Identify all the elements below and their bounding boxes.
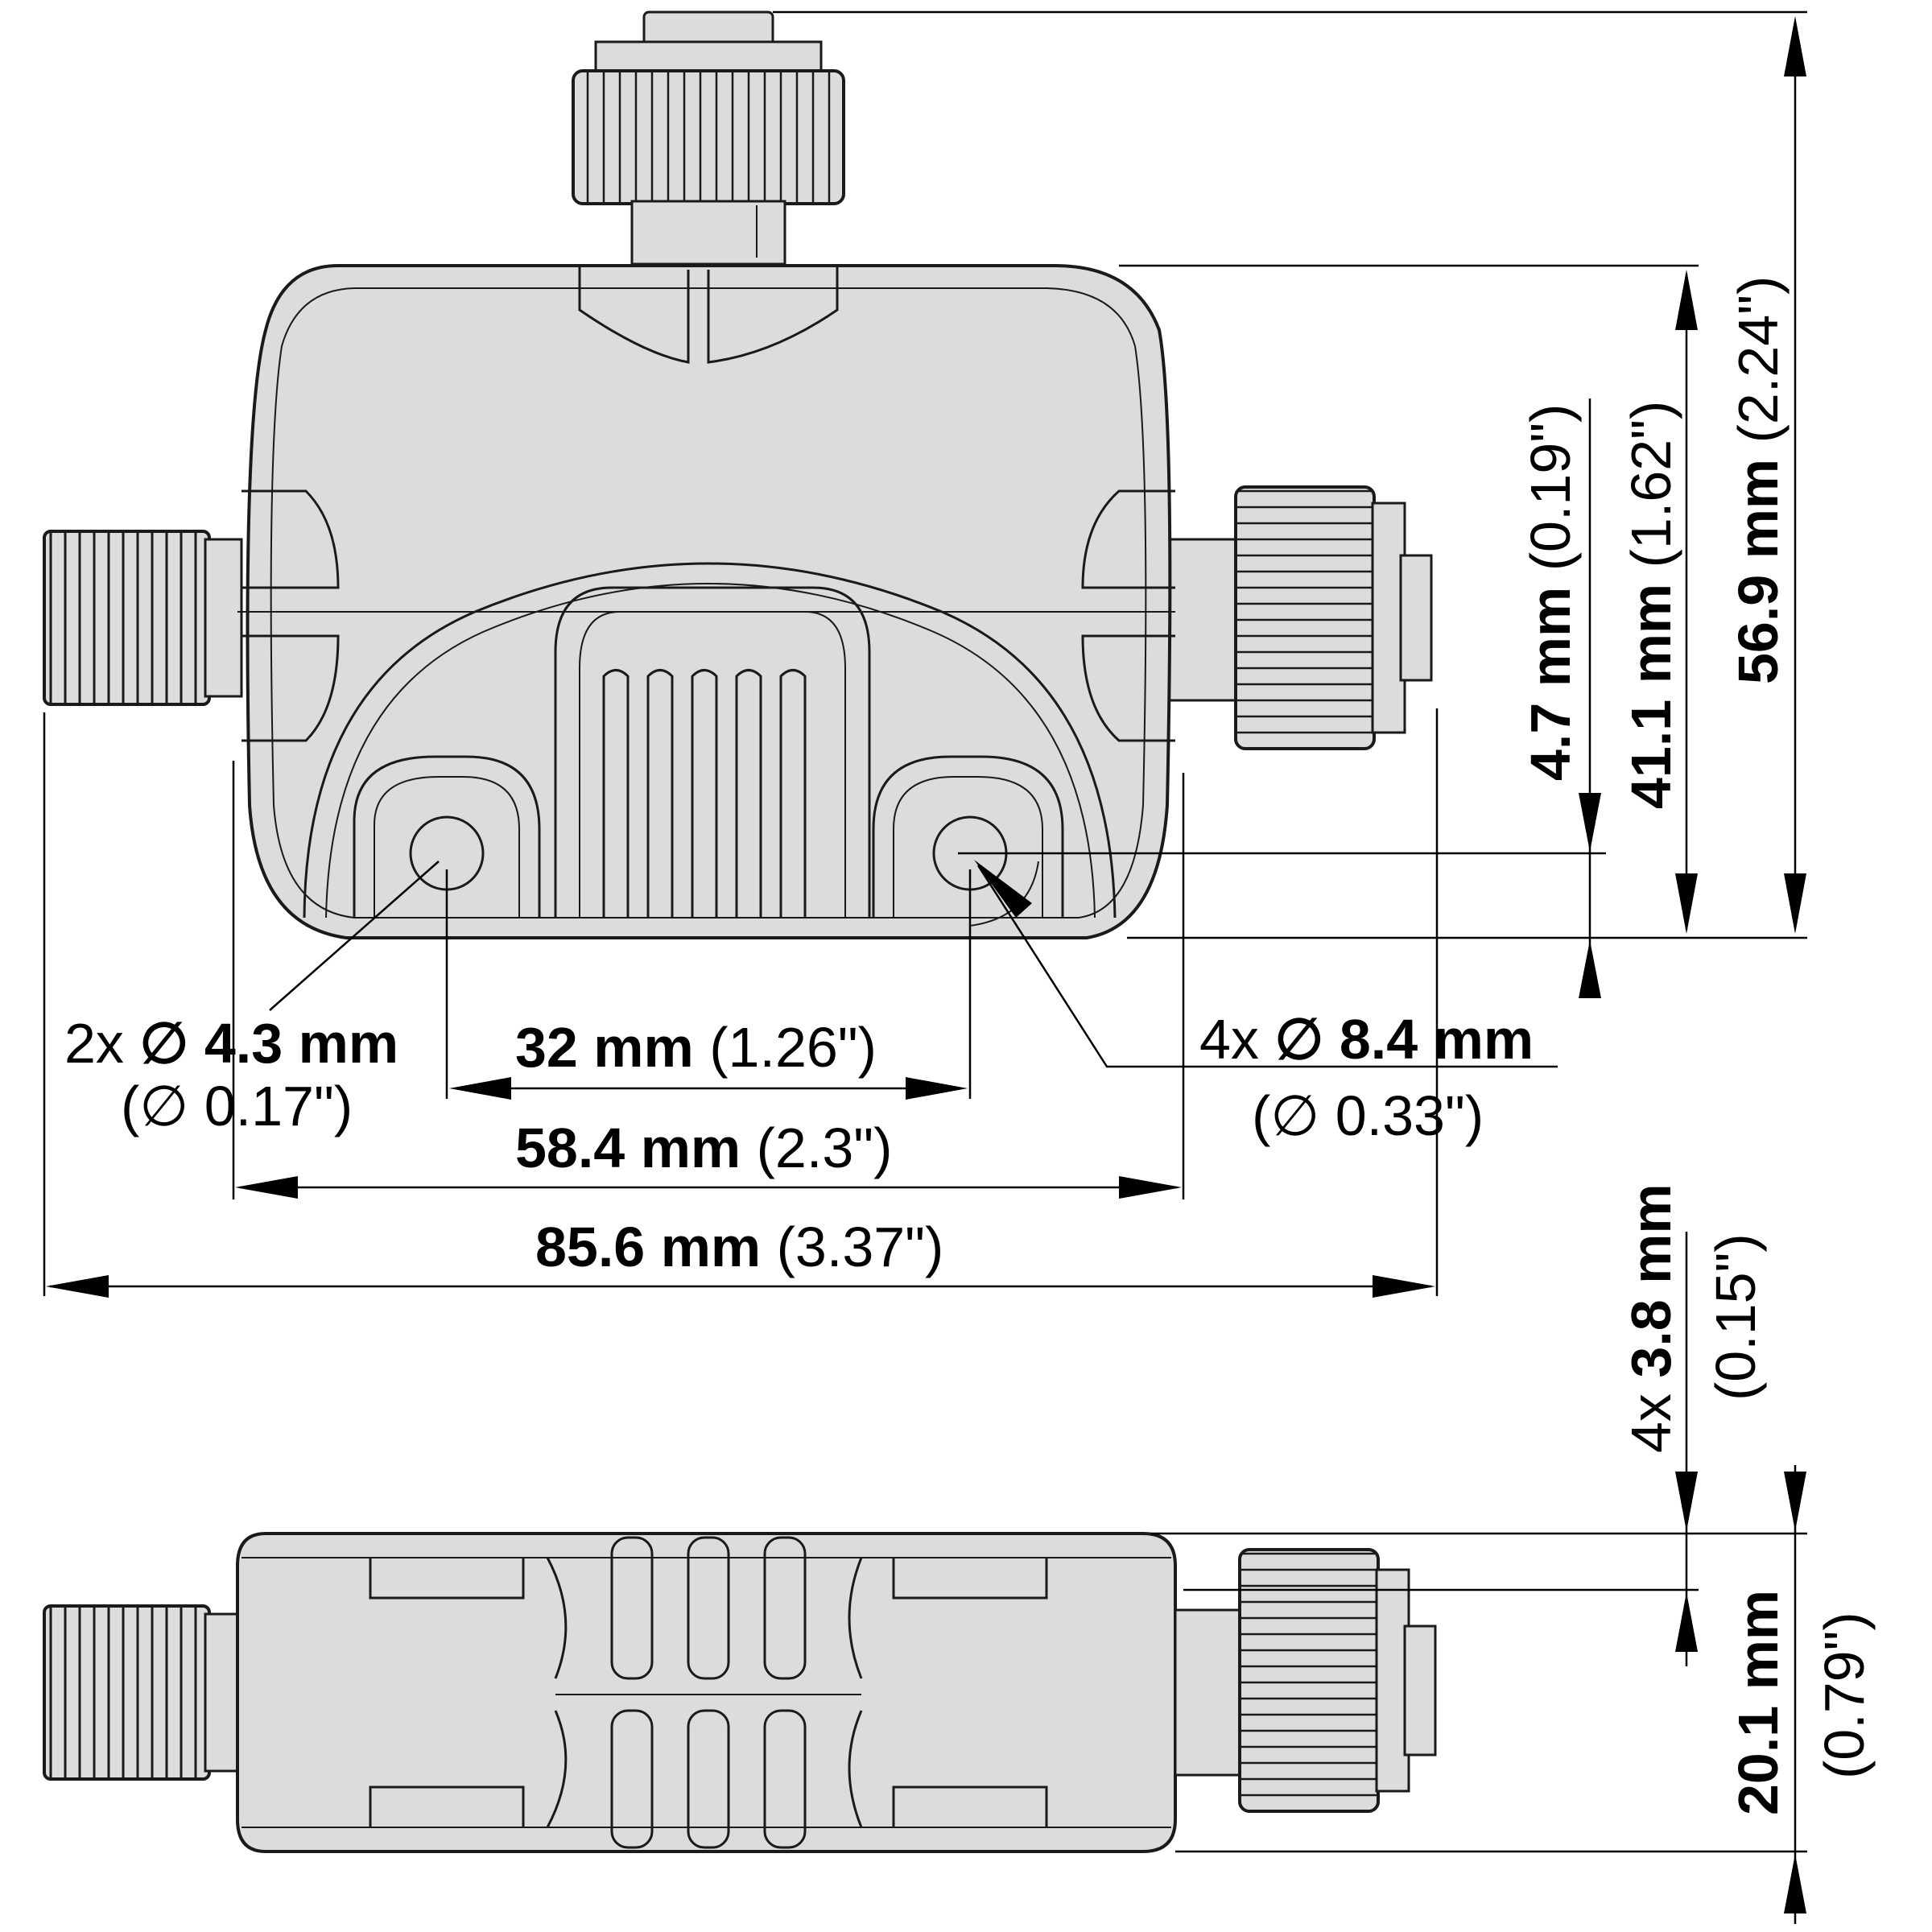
housing-front <box>246 264 1172 939</box>
body-depth-inch: (0.79") <box>1813 1612 1876 1779</box>
hole-offset-label: 4.7 mm (0.19") <box>1519 404 1582 781</box>
dimension-labels: 56.9 mm (2.24") 41.1 mm (1.62") 4.7 mm (… <box>64 276 1876 1815</box>
dimension-lines <box>43 10 1807 1924</box>
small-hole-inch: (∅ 0.17") <box>121 1075 353 1137</box>
flange-thickness-label: 4x 3.8 mm <box>1620 1183 1682 1453</box>
total-height-label: 56.9 mm (2.24") <box>1727 276 1790 684</box>
body-width-label: 58.4 mm (2.3") <box>515 1117 892 1179</box>
housing-side <box>236 1532 1177 1853</box>
small-hole-label: 2x ∅ 4.3 mm <box>64 1012 398 1075</box>
body-height-label: 41.1 mm (1.62") <box>1620 401 1682 809</box>
side-view <box>43 1532 1437 1853</box>
left-connector <box>43 530 243 706</box>
flange-thickness-inch: (0.15") <box>1704 1233 1767 1401</box>
hole-spacing-label: 32 mm (1.26") <box>515 1016 877 1079</box>
total-width-label: 85.6 mm (3.37") <box>535 1216 943 1278</box>
right-connector <box>1162 485 1433 750</box>
body-depth-label: 20.1 mm <box>1727 1590 1790 1815</box>
top-connector <box>572 10 845 266</box>
large-hole-label: 4x ∅ 8.4 mm <box>1199 1008 1534 1071</box>
large-hole-inch: (∅ 0.33") <box>1252 1084 1484 1147</box>
front-view <box>43 10 1433 939</box>
